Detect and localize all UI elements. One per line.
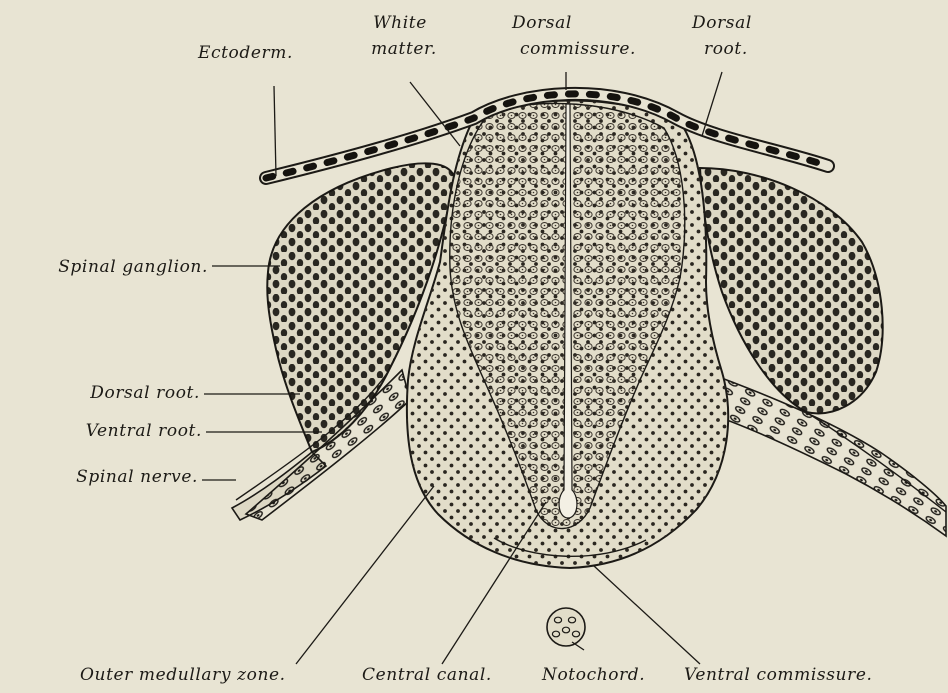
label-spinal-nerve: Spinal nerve. bbox=[0, 468, 198, 487]
leader-notochord bbox=[572, 642, 584, 650]
label-ectoderm: Ectoderm. bbox=[198, 44, 293, 63]
label-dorsal-commissure-line2: commissure. bbox=[520, 40, 636, 59]
label-spinal-ganglion: Spinal ganglion. bbox=[0, 258, 208, 277]
leader-ectoderm bbox=[274, 86, 276, 176]
notochord-shape bbox=[547, 608, 585, 646]
label-ventral-commissure: Ventral commissure. bbox=[684, 666, 872, 685]
leader-ventral-commissure bbox=[594, 566, 700, 664]
label-ventral-root: Ventral root. bbox=[0, 422, 202, 441]
label-white-matter-line1: White bbox=[360, 14, 440, 33]
label-dorsal-root-top-line1: Dorsal bbox=[692, 14, 752, 33]
label-white-matter-line2: matter. bbox=[364, 40, 444, 59]
label-central-canal: Central canal. bbox=[362, 666, 492, 685]
leader-outer-medullary-zone bbox=[296, 486, 434, 664]
label-notochord: Notochord. bbox=[542, 666, 645, 685]
spinal-cord bbox=[407, 100, 728, 568]
label-dorsal-root-top-line2: root. bbox=[704, 40, 748, 59]
label-outer-medullary-zone: Outer medullary zone. bbox=[80, 666, 286, 685]
label-dorsal-root: Dorsal root. bbox=[0, 384, 200, 403]
label-dorsal-commissure-line1: Dorsal bbox=[512, 14, 572, 33]
spinal-ganglion-right bbox=[700, 168, 883, 413]
